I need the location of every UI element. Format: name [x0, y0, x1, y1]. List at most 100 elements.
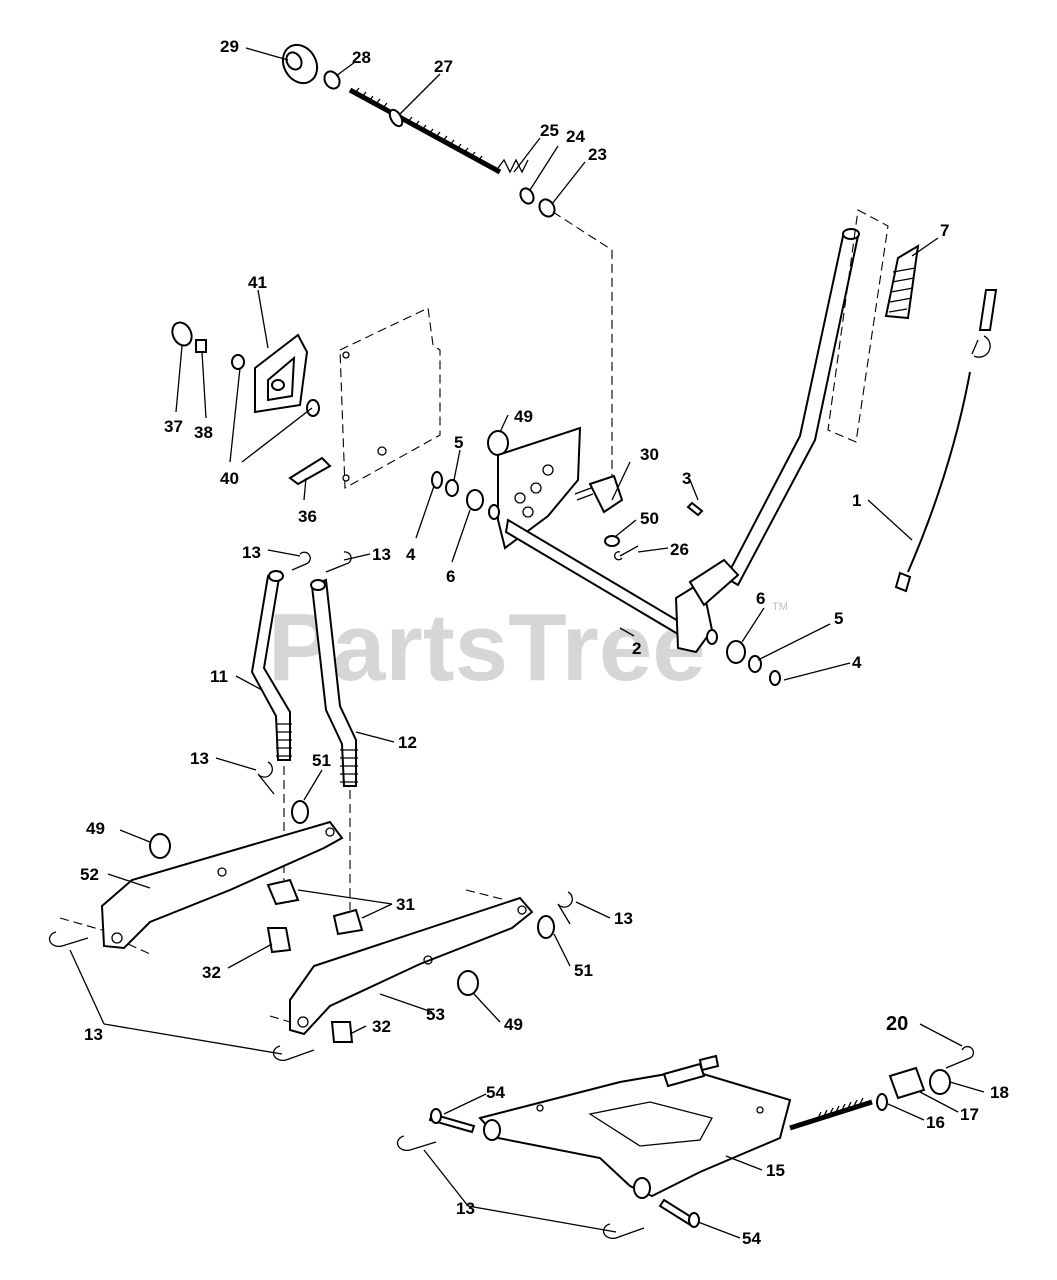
- callout-37: 37: [164, 417, 183, 436]
- callout-27: 27: [434, 57, 453, 76]
- washer-40b: [306, 399, 320, 417]
- assembly-line: [552, 211, 613, 480]
- callout-3: 3: [682, 469, 691, 488]
- washer-51b: [537, 915, 555, 939]
- lift-link-11: [250, 570, 292, 761]
- grip-outline: [827, 209, 889, 443]
- trunnion-17: [888, 1066, 926, 1100]
- grip-7: [884, 244, 920, 320]
- callout-38: 38: [194, 423, 213, 442]
- callout-2: 2: [632, 639, 641, 658]
- callout-5-right: 5: [834, 609, 843, 628]
- swivel-30: [574, 474, 624, 514]
- block-31a: [266, 878, 300, 906]
- callout-32-upper: 32: [202, 963, 221, 982]
- threaded-rod-hanger: [789, 1097, 873, 1131]
- clip-36: [288, 456, 332, 486]
- callout-49-lower: 49: [504, 1015, 523, 1034]
- hair-pin-13-lower-mid: [272, 1045, 315, 1062]
- block-31b: [332, 908, 364, 936]
- lift-link-12: [310, 578, 358, 787]
- hanger-15: [478, 1068, 792, 1199]
- callout-4-left: 4: [406, 545, 416, 564]
- hair-pin-20: [945, 1046, 974, 1069]
- lift-arm-52: [100, 820, 344, 950]
- bracket-41: [254, 333, 309, 414]
- callout-17: 17: [960, 1105, 979, 1124]
- nut-32b: [330, 1021, 354, 1043]
- lift-arm-53: [289, 896, 534, 1036]
- clip-4a: [431, 471, 443, 489]
- callout-13-f: 13: [456, 1199, 475, 1218]
- bushing-6b: [726, 640, 746, 664]
- callout-20: 20: [886, 1013, 908, 1035]
- callout-28: 28: [352, 48, 371, 67]
- callout-12: 12: [398, 733, 417, 752]
- pivot-bracket: [497, 426, 582, 550]
- callout-23: 23: [588, 145, 607, 164]
- lift-handle: [688, 228, 860, 607]
- callout-36: 36: [298, 507, 317, 526]
- nut-28: [323, 70, 341, 90]
- callout-15: 15: [766, 1161, 785, 1180]
- spring-25: [497, 158, 529, 174]
- callout-13-c: 13: [190, 749, 209, 768]
- callout-49-left: 49: [86, 819, 105, 838]
- cotter-pin-26: [614, 545, 639, 561]
- callout-51-right: 51: [574, 961, 593, 980]
- callout-51-top: 51: [312, 751, 331, 770]
- nut-32a: [266, 927, 292, 954]
- watermark: PartsTree: [268, 594, 706, 701]
- threaded-rod-27: [348, 87, 502, 175]
- bushing-6a: [466, 489, 484, 511]
- callout-54-bottom: 54: [742, 1229, 761, 1248]
- callout-40: 40: [220, 469, 239, 488]
- callout-53: 53: [426, 1005, 445, 1024]
- pin-3: [686, 501, 704, 517]
- callout-5-left: 5: [454, 433, 463, 452]
- washer-5b: [748, 655, 762, 673]
- hair-pin-13-bottom-a: [396, 1135, 437, 1152]
- nut-18: [929, 1069, 951, 1095]
- callout-31: 31: [396, 895, 415, 914]
- callout-13-b: 13: [372, 545, 391, 564]
- callout-13-e: 13: [84, 1025, 103, 1044]
- cable-1: [894, 289, 998, 593]
- frame-plate-outline: [339, 307, 441, 489]
- callout-labels: 29 28 27 25 24 23 41 7 37 38 40 36 49 5 …: [80, 37, 1009, 1248]
- watermark-trademark: TM: [772, 601, 788, 613]
- callout-11: 11: [210, 667, 228, 686]
- callout-13-a: 13: [242, 543, 261, 562]
- callout-41: 41: [248, 273, 267, 292]
- callout-18: 18: [990, 1083, 1009, 1102]
- washer-16: [876, 1093, 888, 1111]
- callout-54-top: 54: [486, 1083, 505, 1102]
- washer-40a: [231, 354, 245, 370]
- hair-pin-13-lower-left: [48, 931, 89, 948]
- callout-1: 1: [852, 491, 861, 510]
- clip-37: [171, 321, 193, 347]
- hair-pin-13-bottom-b: [602, 1223, 645, 1240]
- callout-24: 24: [566, 127, 585, 146]
- callout-26: 26: [670, 540, 689, 559]
- bushing-49c: [457, 970, 479, 996]
- clip-4b: [769, 670, 781, 686]
- leader-lines: [69, 47, 985, 1239]
- washer-24: [519, 187, 535, 205]
- bushing-49-top: [487, 430, 509, 456]
- callout-49-top: 49: [514, 407, 533, 426]
- nut-23: [538, 198, 556, 218]
- callout-52: 52: [80, 865, 99, 884]
- callout-30: 30: [640, 445, 659, 464]
- washer-5a: [445, 479, 459, 497]
- washer-50: [604, 535, 620, 547]
- callout-4-right: 4: [852, 653, 862, 672]
- callout-7: 7: [940, 221, 949, 240]
- washer-51a: [291, 800, 309, 824]
- hair-pin-13d: [557, 891, 573, 925]
- callout-16: 16: [926, 1113, 945, 1132]
- callout-29: 29: [220, 37, 239, 56]
- callout-32-lower: 32: [372, 1017, 391, 1036]
- bolt-38: [195, 339, 207, 353]
- callout-13-d: 13: [614, 909, 633, 928]
